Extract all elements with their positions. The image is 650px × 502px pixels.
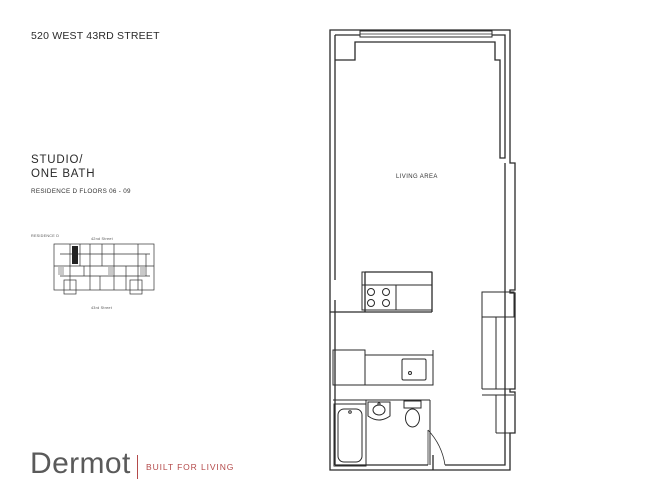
exterior-wall — [329, 29, 516, 471]
bathroom-sink — [367, 401, 391, 421]
key-plan-street-bottom: 43rd Street — [91, 306, 112, 310]
room-label-living-area: LIVING AREA — [396, 174, 438, 180]
key-plan-unit-highlight — [72, 246, 78, 264]
unit-type-line-1: STUDIO/ — [31, 154, 84, 166]
kitchen-counter-upper — [361, 271, 433, 286]
floor-plan-diagram — [329, 29, 516, 471]
key-plan-street-top: 42nd Street — [91, 237, 113, 241]
key-plan-diagram — [53, 243, 155, 295]
unit-type: STUDIO/ ONE BATH — [31, 153, 95, 181]
toilet-bowl — [405, 408, 420, 428]
interior-wall-top — [335, 34, 506, 159]
balcony — [481, 291, 515, 434]
brand-logo: Dermot — [30, 447, 131, 480]
door-swing — [427, 429, 446, 466]
key-plan-outline — [53, 243, 155, 291]
key-plan-residence-label: RESIDENCE D — [31, 234, 60, 238]
brand-divider — [137, 455, 138, 479]
bathroom — [333, 399, 431, 467]
unit-type-line-2: ONE BATH — [31, 168, 96, 180]
kitchen-counter-side — [395, 284, 433, 311]
building-address: 520 WEST 43RD STREET — [31, 30, 160, 42]
brand-tagline: BUILT FOR LIVING — [146, 462, 235, 472]
kitchen-lower — [332, 349, 434, 386]
toilet-tank — [403, 400, 422, 409]
cooktop — [361, 284, 397, 311]
residence-floors: RESIDENCE D FLOORS 06 - 09 — [31, 188, 131, 195]
